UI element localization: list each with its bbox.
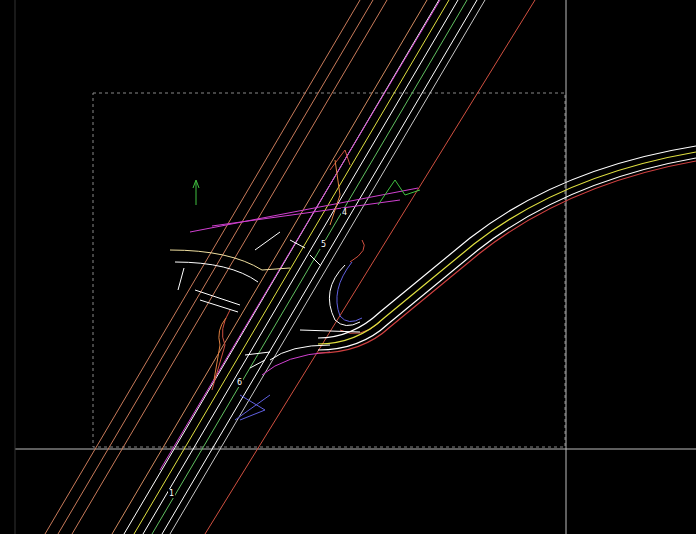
callout-number: 5 [320, 240, 327, 249]
callout-number: 6 [236, 378, 243, 387]
callout-number: 4 [341, 208, 348, 217]
callout-number: 1 [168, 489, 175, 498]
